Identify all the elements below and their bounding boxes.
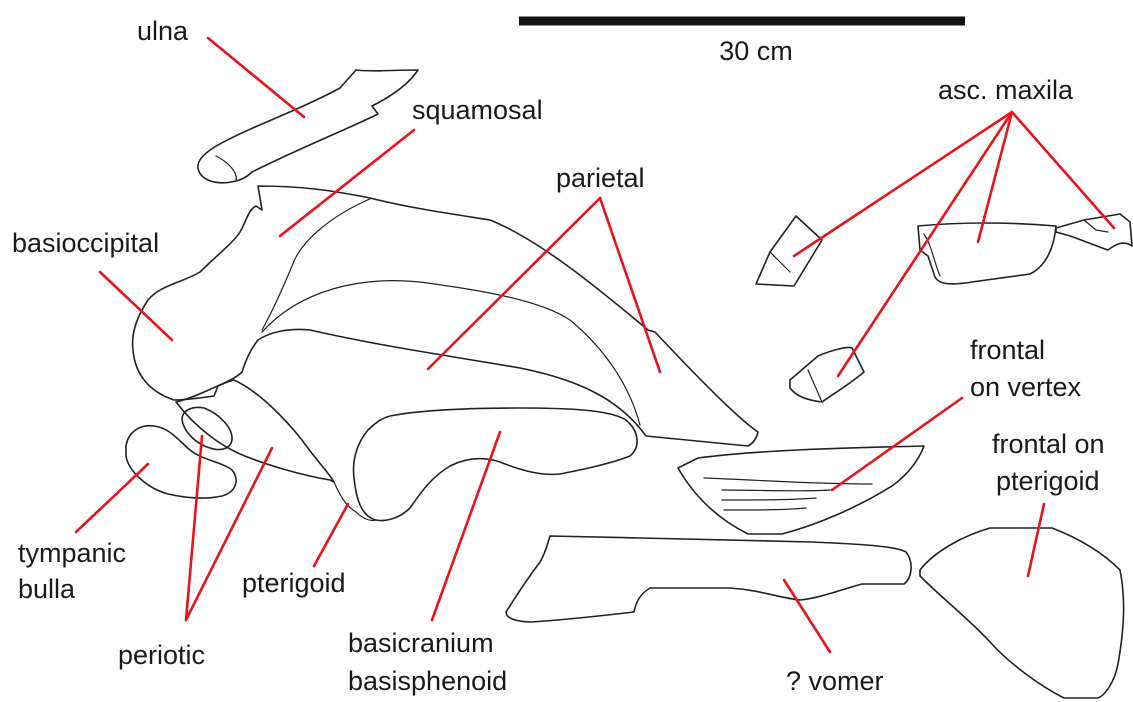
frontal-vertex-outline: [678, 446, 924, 534]
frontal-vertex-line-2: [722, 490, 830, 491]
tympanic-bulla-outline: [126, 426, 236, 498]
parietal-upper-suture: [262, 198, 372, 330]
label-frontal-pterigoid-line2: pterigoid: [996, 466, 1100, 496]
frontal-vertex-leader: [832, 398, 962, 490]
basicranium-outline: [354, 408, 638, 521]
label-squamosal: squamosal: [412, 95, 543, 125]
asc-maxila-piece-2-outline: [918, 223, 1056, 284]
parietal-lower-suture: [262, 281, 640, 425]
frontal-pterigoid-outline: [920, 528, 1124, 698]
ulna-leader: [208, 38, 304, 117]
label-basioccipital: basioccipital: [12, 228, 159, 258]
squamosal-leader: [280, 130, 414, 236]
vomer-leader: [784, 580, 830, 652]
label-vomer: ? vomer: [786, 666, 884, 696]
asc-maxila-piece-3-outline: [1056, 214, 1132, 250]
parietal-leader-1: [428, 198, 600, 369]
pterigoid-leader: [314, 504, 348, 566]
label-periotic: periotic: [118, 640, 205, 670]
label-ulna: ulna: [137, 16, 189, 46]
asc-maxila-piece-4-line: [808, 370, 822, 402]
label-parietal: parietal: [556, 163, 645, 193]
label-pterigoid: pterigoid: [242, 568, 346, 598]
asc-maxila-piece-1-outline: [756, 216, 822, 286]
label-frontal-pterigoid-line1: frontal on: [992, 429, 1105, 459]
label-frontal-vertex-line1: frontal: [970, 335, 1045, 365]
asc-maxila-piece-1-line: [770, 252, 790, 272]
label-tympanic-bulla-line1: tympanic: [18, 538, 126, 568]
ulna-outline: [198, 70, 418, 183]
label-asc-maxila: asc. maxila: [938, 75, 1074, 105]
periotic-outline: [182, 408, 232, 450]
asc-maxila-piece-3-notch: [1084, 220, 1108, 232]
frontal-vertex-line-4: [724, 508, 806, 510]
frontal-vertex-line-3: [722, 498, 816, 500]
tympanic-bulla-leader: [76, 464, 148, 532]
label-tympanic-bulla-line2: bulla: [18, 574, 76, 604]
label-basicranium-line1: basicranium: [348, 628, 494, 658]
squamosal-basioccipital-outline: [133, 186, 758, 446]
parietal-leader-2: [600, 198, 660, 372]
asc-maxila-leader-3: [1012, 112, 1114, 228]
ulna-end-line: [216, 156, 236, 181]
basioccipital-leader: [100, 272, 172, 340]
label-basicranium-line2: basisphenoid: [348, 666, 507, 696]
vomer-outline: [506, 536, 911, 622]
label-frontal-vertex-line2: on vertex: [970, 372, 1082, 402]
scale-bar-label: 30 cm: [719, 36, 793, 66]
frontal-pterigoid-leader: [1028, 504, 1044, 576]
